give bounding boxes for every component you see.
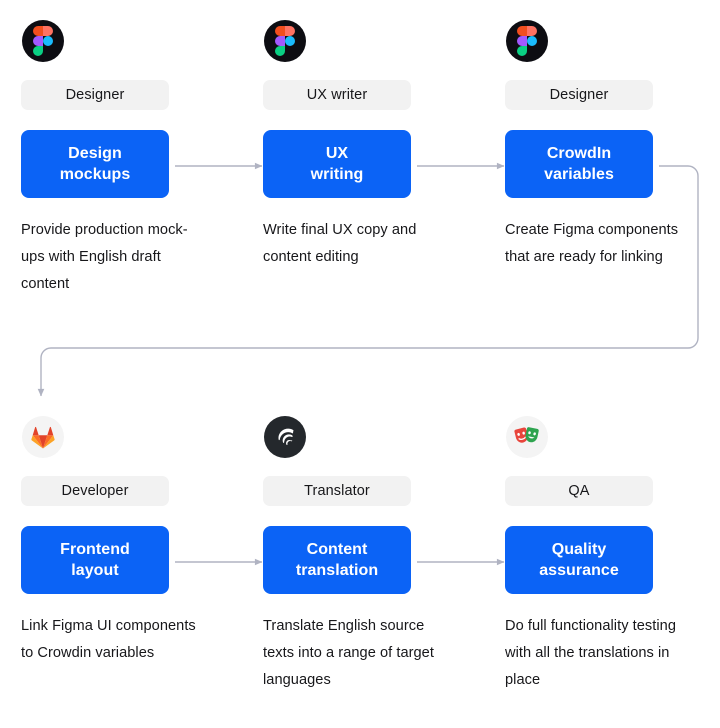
stage-title-line-2: layout xyxy=(71,562,119,579)
stage-title-line-2: translation xyxy=(295,562,379,579)
step-description: Link Figma UI components to Crowdin vari… xyxy=(21,618,196,661)
workflow-step-ux-writing[interactable]: UX writer UX writing Write final UX copy… xyxy=(263,0,506,271)
workflow-step-design-mockups[interactable]: Designer Design mockups Provide producti… xyxy=(21,0,264,298)
stage-box[interactable]: Design mockups xyxy=(21,130,169,198)
role-chip: QA xyxy=(505,476,653,506)
step-description: Write final UX copy and content editing xyxy=(263,222,417,265)
step-description: Provide production mock-ups with English… xyxy=(21,222,188,292)
workflow-step-content-translation[interactable]: Translator Content translation Translate… xyxy=(263,396,506,694)
role-chip: UX writer xyxy=(263,80,411,110)
gitlab-icon xyxy=(22,416,64,458)
figma-icon xyxy=(264,20,306,62)
figma-icon xyxy=(22,20,64,62)
stage-title-line-2: mockups xyxy=(59,166,131,183)
step-description: Create Figma components that are ready f… xyxy=(505,222,679,265)
stage-title-line-1: CrowdIn xyxy=(546,145,612,162)
stage-box[interactable]: Frontend layout xyxy=(21,526,169,594)
stage-title-line-1: Quality xyxy=(551,541,607,558)
figma-icon xyxy=(506,20,548,62)
stage-box[interactable]: CrowdIn variables xyxy=(505,130,653,198)
theater-masks-icon xyxy=(506,416,548,458)
workflow-step-crowdin-variables[interactable]: Designer CrowdIn variables Create Figma … xyxy=(505,0,720,271)
stage-box[interactable]: UX writing xyxy=(263,130,411,198)
stage-title-line-2: writing xyxy=(310,166,364,183)
workflow-step-quality-assurance[interactable]: QA Quality assurance Do full functionali… xyxy=(505,396,720,694)
crowdin-icon xyxy=(264,416,306,458)
role-chip: Developer xyxy=(21,476,169,506)
stage-box[interactable]: Quality assurance xyxy=(505,526,653,594)
role-chip: Designer xyxy=(21,80,169,110)
step-description: Translate English source texts into a ra… xyxy=(263,618,434,688)
stage-title-line-2: assurance xyxy=(539,562,619,579)
stage-title-line-1: Design xyxy=(68,145,122,162)
stage-title-line-1: Content xyxy=(306,541,368,558)
stage-title-line-2: variables xyxy=(544,166,614,183)
workflow-step-frontend-layout[interactable]: Developer Frontend layout Link Figma UI … xyxy=(21,396,264,667)
stage-title-line-1: UX xyxy=(325,145,349,162)
role-chip: Translator xyxy=(263,476,411,506)
step-description: Do full functionality testing with all t… xyxy=(505,618,676,688)
stage-title-line-1: Frontend xyxy=(60,541,130,558)
stage-box[interactable]: Content translation xyxy=(263,526,411,594)
role-chip: Designer xyxy=(505,80,653,110)
